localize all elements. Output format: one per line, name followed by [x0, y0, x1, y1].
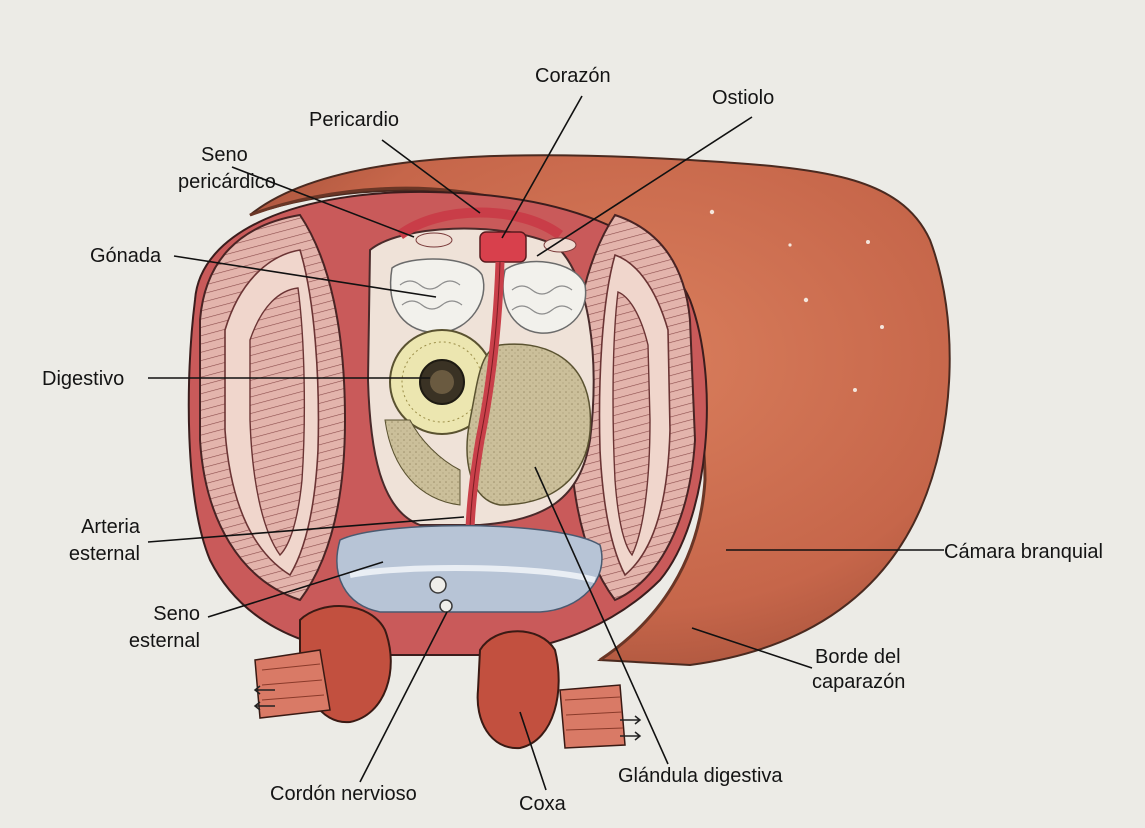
- label-glandula-digestiva: Glándula digestiva: [618, 764, 783, 788]
- label-corazon: Corazón: [535, 64, 611, 88]
- cross-section-body: [189, 192, 707, 655]
- label-seno-pericardico-line1: Seno: [201, 143, 248, 167]
- label-gonada: Gónada: [90, 244, 161, 268]
- label-seno-esternal-line2: esternal: [100, 629, 200, 653]
- label-cordon-nervioso: Cordón nervioso: [270, 782, 417, 806]
- label-coxa: Coxa: [519, 792, 566, 816]
- label-arteria-esternal-line2: esternal: [60, 542, 140, 566]
- label-borde-caparazon-line1: Borde del: [815, 645, 901, 669]
- label-camara-branquial: Cámara branquial: [944, 540, 1103, 564]
- label-ostiolo: Ostiolo: [712, 86, 774, 110]
- label-digestivo: Digestivo: [42, 367, 124, 391]
- label-arteria-esternal-line1: Arteria: [60, 515, 140, 539]
- nerve-cord-shape: [430, 577, 446, 593]
- label-borde-caparazon-line2: caparazón: [812, 670, 905, 694]
- label-pericardio: Pericardio: [309, 108, 399, 132]
- label-seno-pericardico-line2: pericárdico: [178, 170, 276, 194]
- label-seno-esternal-line1: Seno: [120, 602, 200, 626]
